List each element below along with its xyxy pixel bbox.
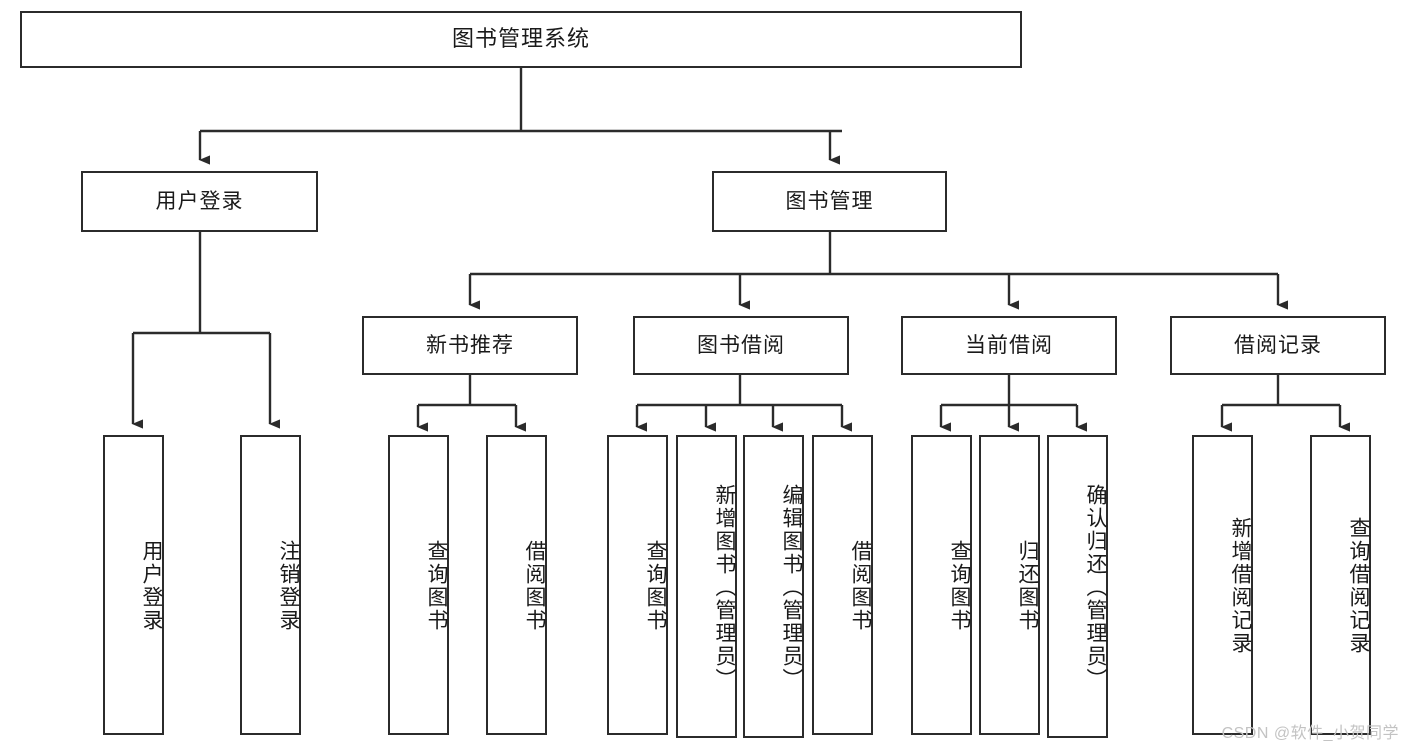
node-new-book-recommend[interactable]: 新书推荐 — [362, 316, 578, 375]
node-leaf-edit-book[interactable]: 编辑图书（管理员） — [743, 435, 804, 738]
node-borrow-record[interactable]: 借阅记录 — [1170, 316, 1386, 375]
node-leaf-add-record-label: 新增借阅记录 — [1229, 517, 1252, 655]
node-user-login[interactable]: 用户登录 — [81, 171, 318, 232]
node-leaf-query-book-3[interactable]: 查询图书 — [911, 435, 972, 735]
node-book-manage[interactable]: 图书管理 — [712, 171, 947, 232]
node-leaf-query-book-2-label: 查询图书 — [644, 540, 667, 632]
csdn-watermark: CSDN @软件_小贺同学 — [1221, 725, 1399, 742]
node-leaf-borrow-book-1[interactable]: 借阅图书 — [486, 435, 547, 735]
node-leaf-confirm-return-label: 确认归还（管理员） — [1084, 484, 1107, 691]
node-leaf-borrow-book-1-label: 借阅图书 — [523, 540, 546, 632]
node-book-borrow[interactable]: 图书借阅 — [633, 316, 849, 375]
node-leaf-logout[interactable]: 注销登录 — [240, 435, 301, 735]
node-leaf-logout-label: 注销登录 — [277, 540, 300, 632]
node-leaf-add-book-label: 新增图书（管理员） — [713, 484, 736, 691]
node-leaf-add-book[interactable]: 新增图书（管理员） — [676, 435, 737, 738]
node-leaf-edit-book-label: 编辑图书（管理员） — [780, 484, 803, 691]
node-leaf-borrow-book-2[interactable]: 借阅图书 — [812, 435, 873, 735]
node-leaf-confirm-return[interactable]: 确认归还（管理员） — [1047, 435, 1108, 738]
node-root-system[interactable]: 图书管理系统 — [20, 11, 1022, 68]
node-leaf-borrow-book-2-label: 借阅图书 — [849, 540, 872, 632]
node-leaf-query-book-1[interactable]: 查询图书 — [388, 435, 449, 735]
node-leaf-add-record[interactable]: 新增借阅记录 — [1192, 435, 1253, 735]
node-leaf-return-book[interactable]: 归还图书 — [979, 435, 1040, 735]
node-leaf-query-book-2[interactable]: 查询图书 — [607, 435, 668, 735]
node-leaf-query-record[interactable]: 查询借阅记录 — [1310, 435, 1371, 735]
node-leaf-user-login[interactable]: 用户登录 — [103, 435, 164, 735]
node-current-borrow[interactable]: 当前借阅 — [901, 316, 1117, 375]
node-leaf-user-login-label: 用户登录 — [140, 540, 163, 632]
node-leaf-query-record-label: 查询借阅记录 — [1347, 517, 1370, 655]
node-leaf-query-book-1-label: 查询图书 — [425, 540, 448, 632]
node-leaf-query-book-3-label: 查询图书 — [948, 540, 971, 632]
node-leaf-return-book-label: 归还图书 — [1016, 540, 1039, 632]
